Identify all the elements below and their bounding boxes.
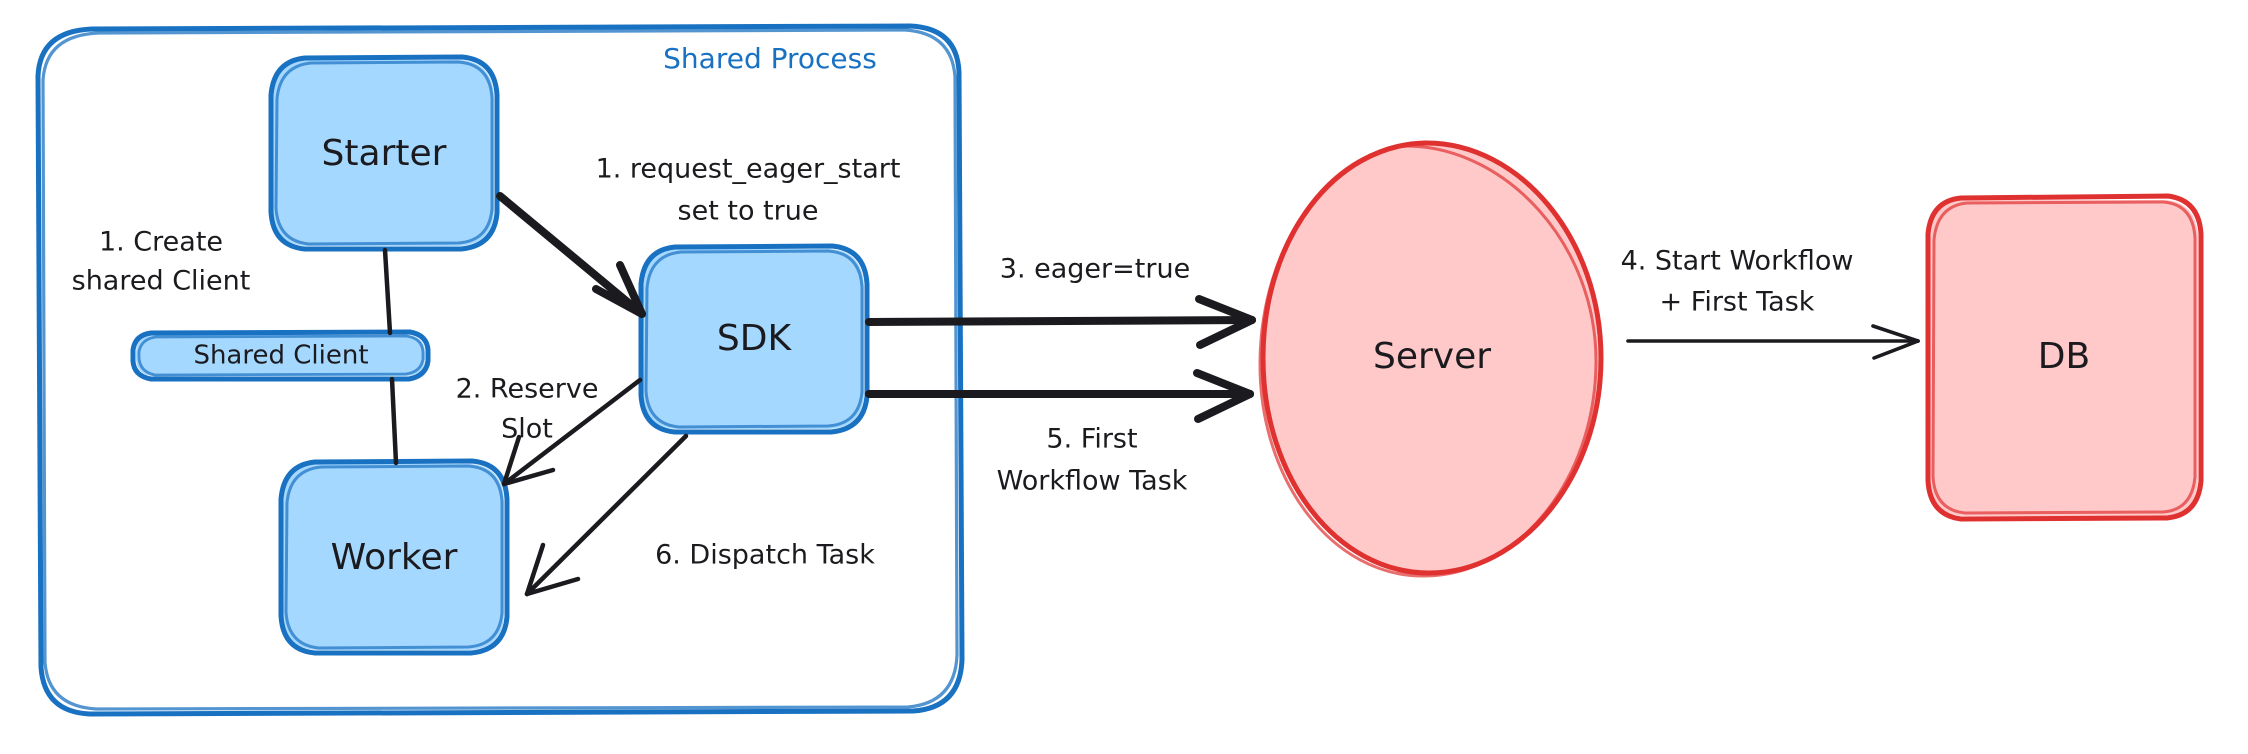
shared-process-border-sketch xyxy=(41,28,959,711)
request-eager-start-label-line2: set to true xyxy=(678,196,819,227)
start-workflow-arrowhead-a xyxy=(1871,324,1920,343)
edge-create-shared-client[interactable]: 1. Create shared Client xyxy=(72,227,393,336)
worker-border xyxy=(278,458,510,656)
db-border-sketch xyxy=(1931,200,2197,515)
node-worker[interactable]: Worker xyxy=(278,458,510,656)
shared-client-border-sketch xyxy=(137,334,425,377)
db-border xyxy=(1925,193,2204,522)
first-workflow-task-label-line1: 5. First xyxy=(1046,424,1137,455)
starter-border xyxy=(268,54,500,252)
reserve-slot-label-line1: 2. Reserve xyxy=(456,374,599,405)
first-workflow-task-arrowhead-b xyxy=(1194,390,1254,423)
reserve-slot-arrowhead-b xyxy=(501,434,522,487)
create-shared-client-label-line1: 1. Create xyxy=(99,227,223,258)
starter-label: Starter xyxy=(322,133,447,174)
node-sdk[interactable]: SDK xyxy=(638,243,870,435)
dispatch-task-line xyxy=(524,433,689,597)
eager-true-line xyxy=(865,316,1256,326)
server-label: Server xyxy=(1373,336,1491,377)
dispatch-task-label: 6. Dispatch Task xyxy=(655,540,875,571)
sdk-fill xyxy=(643,249,864,429)
dispatch-task-arrowhead-a xyxy=(524,576,581,597)
shared-process-label: Shared Process xyxy=(663,42,877,75)
request-eager-start-label-line1: 1. request_eager_start xyxy=(596,154,901,185)
sdk-border xyxy=(638,243,870,435)
create-shared-client-line xyxy=(382,247,393,336)
sdk-label: SDK xyxy=(717,318,793,359)
edge-shared-client-worker[interactable] xyxy=(389,376,399,466)
start-workflow-label-line1: 4. Start Workflow xyxy=(1621,246,1854,277)
db-label: DB xyxy=(2038,336,2090,377)
node-starter[interactable]: Starter xyxy=(268,54,500,252)
node-server[interactable]: Server xyxy=(1258,140,1604,578)
reserve-slot-arrowhead-a xyxy=(501,467,556,487)
start-workflow-label-line2: + First Task xyxy=(1660,287,1815,318)
node-db[interactable]: DB xyxy=(1925,193,2204,522)
eager-true-label: 3. eager=true xyxy=(1000,254,1190,285)
shared-process-container[interactable]: Shared Process xyxy=(35,23,965,717)
reserve-slot-label-line2: Slot xyxy=(501,414,553,445)
eager-true-arrowhead-a xyxy=(1195,295,1256,324)
request-eager-start-arrowhead-b xyxy=(616,261,646,318)
shared-client-label: Shared Client xyxy=(193,341,368,371)
shared-client-fill xyxy=(136,335,425,376)
first-workflow-task-label-line2: Workflow Task xyxy=(997,466,1188,497)
shared-process-border xyxy=(35,23,965,717)
first-workflow-task-arrowhead-a xyxy=(1193,369,1254,398)
starter-border-sketch xyxy=(274,60,494,246)
worker-border-sketch xyxy=(284,464,504,650)
dispatch-task-arrowhead-b xyxy=(524,542,546,597)
node-shared-client[interactable]: Shared Client xyxy=(130,329,431,382)
start-workflow-arrowhead-b xyxy=(1872,339,1920,360)
worker-fill xyxy=(283,464,504,650)
db-fill xyxy=(1930,200,2198,516)
edge-reserve-slot[interactable]: 2. Reserve Slot xyxy=(456,374,643,487)
sdk-border-sketch xyxy=(644,249,864,429)
reserve-slot-line xyxy=(501,377,643,487)
edge-first-workflow-task[interactable]: 5. First Workflow Task xyxy=(865,369,1254,497)
edge-request-eager-start[interactable]: 1. request_eager_start set to true xyxy=(496,154,901,318)
server-border-sketch xyxy=(1258,144,1598,578)
edge-eager-true[interactable]: 3. eager=true xyxy=(865,254,1256,349)
request-eager-start-line xyxy=(496,192,646,318)
create-shared-client-label-line2: shared Client xyxy=(72,266,251,297)
server-fill xyxy=(1263,143,1601,573)
shared-client-border xyxy=(130,329,431,382)
starter-fill xyxy=(273,60,494,246)
edge-dispatch-task[interactable]: 6. Dispatch Task xyxy=(524,433,875,597)
shared-client-worker-line xyxy=(389,376,399,466)
edge-start-workflow-first-task[interactable]: 4. Start Workflow + First Task xyxy=(1621,246,1920,360)
request-eager-start-arrowhead-a xyxy=(592,285,646,318)
eager-true-arrowhead-b xyxy=(1196,316,1256,349)
worker-label: Worker xyxy=(331,537,458,578)
